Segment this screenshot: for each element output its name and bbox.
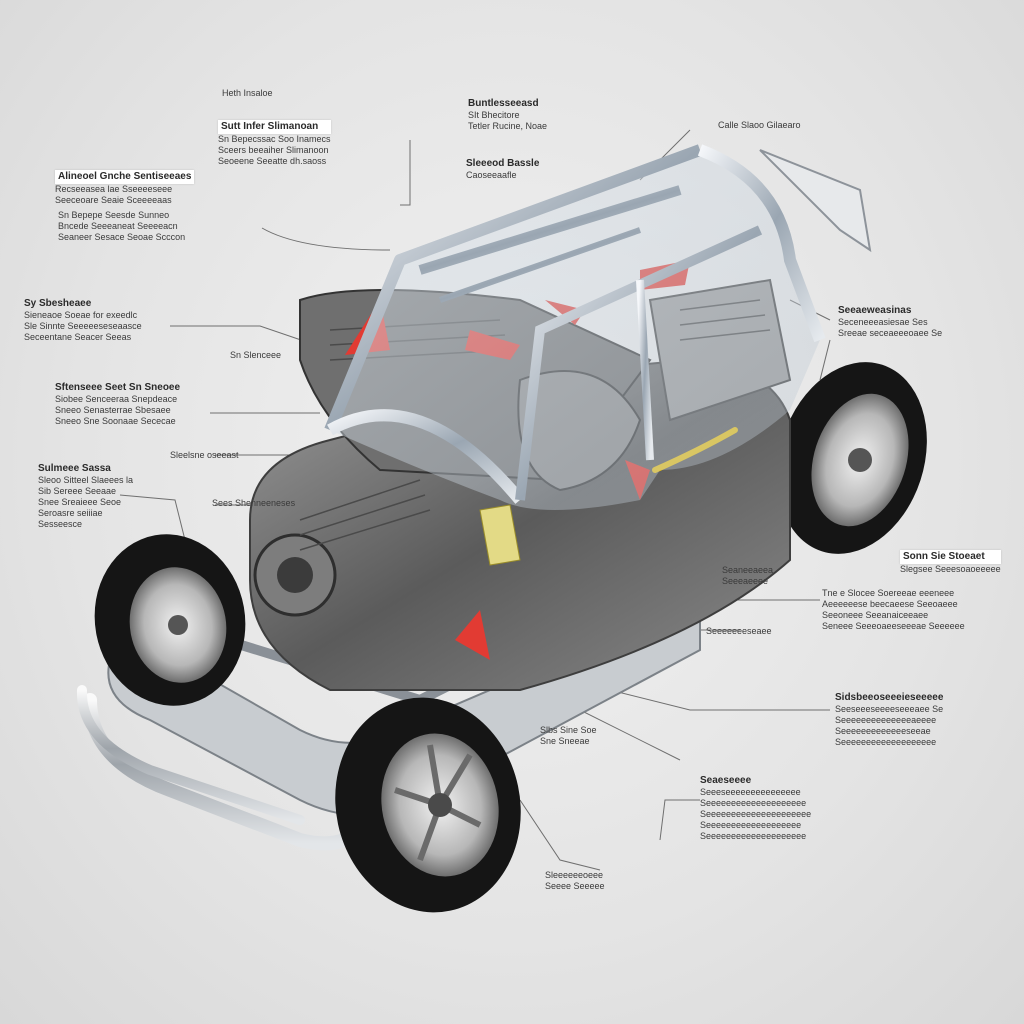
- body-frame: [324, 144, 872, 510]
- callout-21-title: Seaeseeee: [700, 775, 752, 786]
- callout-7: Sn Bepepe Seesde Sunneo Bncede Seeeaneat…: [58, 210, 185, 243]
- yellow-part: [479, 504, 521, 566]
- front-left-wheel: [94, 534, 246, 706]
- callout-18: Seeeeeeeseaee: [706, 626, 772, 637]
- callout-1: Heth Insaloe: [222, 88, 273, 99]
- callout-20-text: Slbs Sine Soe Sne Sneeae: [540, 725, 597, 746]
- callout-6: Alineoel Gnche Sentiseeaes Recseeasea la…: [55, 170, 195, 206]
- callout-16-text: Slegsee Seeesoaoeeeee: [900, 564, 1001, 574]
- callout-22-text: Sleeeeeeoeee Seeee Seeeee: [545, 870, 605, 891]
- callout-18-text: Seeeeeeeseaee: [706, 626, 772, 636]
- callout-17: Tne e Slocee Soereeae eeeneee Aeeeeeese …: [822, 588, 965, 632]
- callout-8-title: Sy Sbesheaee: [24, 298, 92, 309]
- callout-20: Slbs Sine Soe Sne Sneeae: [540, 725, 597, 747]
- callout-2: Sutt Infer Slimanoan Sn Bepecssac Soo In…: [218, 120, 331, 167]
- callout-11: Sleelsne oseeast: [170, 450, 239, 461]
- callout-6-text: Recseeasea lae Sseeeeseee Seeceoare Seai…: [55, 184, 173, 205]
- callout-14: Seeaeweasinas Seceneeeasiesae Ses Sreeae…: [838, 305, 942, 339]
- callout-21: Seaeseeee Seeeseeeeeeeeeeeeeee Seeeeeeee…: [700, 775, 811, 842]
- front-right-wheel: [335, 697, 521, 913]
- callout-21-text: Seeeseeeeeeeeeeeeeee Seeeeeeeeeeeeeeeeee…: [700, 787, 812, 841]
- callout-8: Sy Sbesheaee Sieneaoe Soeae for exeedlc …: [24, 298, 142, 343]
- callout-16-title: Sonn Sie Stoeaet: [900, 550, 1001, 564]
- callout-10-text: Siobee Senceeraa Snepdeace Sneeo Senaste…: [55, 394, 178, 426]
- callout-3-title: Buntlesseeasd: [468, 98, 539, 109]
- callout-15-text: Seaneeaeea Seeeaeeee: [722, 565, 774, 586]
- callout-22: Sleeeeeeoeee Seeee Seeeee: [545, 870, 605, 892]
- callout-13: Sees Shenneeneses: [212, 498, 295, 509]
- callout-2-text: Sn Bepecssac Soo Inamecs Sceers beeaiher…: [218, 134, 331, 166]
- callout-10-title: Sftenseee Seet Sn Sneoee: [55, 382, 181, 393]
- callout-12: Sulmeee Sassa Sleoo Sitteel Slaeees la S…: [38, 463, 133, 530]
- callout-4-title: Sleeeod Bassle: [466, 158, 540, 169]
- callout-14-title: Seeaeweasinas: [838, 305, 912, 316]
- callout-6-title: Alineoel Gnche Sentiseeaes: [55, 170, 195, 184]
- callout-3: Buntlesseeasd SIt Bhecitore Tetler Rucin…: [468, 98, 547, 132]
- callout-12-text: Sleoo Sitteel Slaeees la Sib Sereee Seea…: [38, 475, 134, 529]
- callout-9-text: Sn Slenceee: [230, 350, 282, 360]
- callout-4-text: Caoseeaafle: [466, 170, 517, 180]
- callout-19-text: Seeseeeseeeeseeeaee Se Seeeeeeeeeeeeeeae…: [835, 704, 944, 747]
- callout-14-text: Seceneeeasiesae Ses Sreeae seceaeeeoaee …: [838, 317, 943, 338]
- callout-15: Seaneeaeea Seeeaeeee: [722, 565, 773, 587]
- callout-11-text: Sleelsne oseeast: [170, 450, 239, 460]
- rear-right-wheel: [777, 362, 927, 554]
- callout-5: Calle Slaoo Gilaearo: [718, 120, 801, 131]
- callout-8-text: Sieneaoe Soeae for exeedlc Sle Sinnte Se…: [24, 310, 142, 342]
- callout-12-title: Sulmeee Sassa: [38, 463, 111, 474]
- callout-7-text: Sn Bepepe Seesde Sunneo Bncede Seeeaneat…: [58, 210, 186, 242]
- callout-13-text: Sees Shenneeneses: [212, 498, 296, 508]
- callout-16: Sonn Sie Stoeaet Slegsee Seeesoaoeeeee: [900, 550, 1001, 575]
- front-bumper: [76, 685, 305, 825]
- callout-2-title: Sutt Infer Slimanoan: [218, 120, 331, 134]
- callout-17-text: Tne e Slocee Soereeae eeeneee Aeeeeeese …: [822, 588, 965, 631]
- callout-1-text: Heth Insaloe: [222, 88, 273, 98]
- callout-19: Sidsbeeoseeeieseeeee Seeseeeseeeeseeeaee…: [835, 692, 943, 748]
- callout-3-text: SIt Bhecitore Tetler Rucine, Noae: [468, 110, 548, 131]
- callout-4: Sleeeod Bassle Caoseeaafle: [466, 158, 539, 181]
- callout-10: Sftenseee Seet Sn Sneoee Siobee Senceera…: [55, 382, 180, 427]
- callout-19-title: Sidsbeeoseeeieseeeee: [835, 692, 944, 703]
- callout-5-text: Calle Slaoo Gilaearo: [718, 120, 801, 130]
- callout-9: Sn Slenceee: [230, 350, 281, 361]
